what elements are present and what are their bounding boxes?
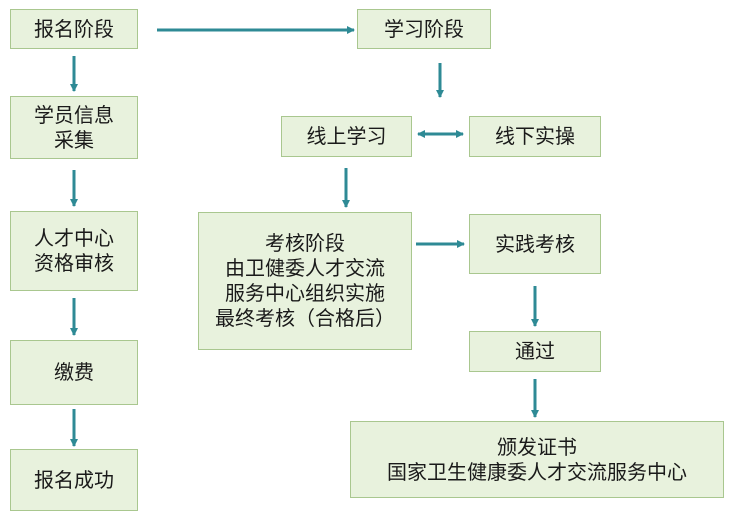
pass-box: 通过 — [469, 331, 601, 372]
student-info-box: 学员信息 采集 — [10, 96, 138, 159]
student-info-line-1: 学员信息 — [34, 102, 114, 127]
assessment-line-2: 由卫健委人才交流 — [225, 256, 385, 280]
talent-review-line-1: 人才中心 — [34, 226, 114, 250]
study-stage-box: 学习阶段 — [357, 9, 491, 49]
student-info-line-2: 采集 — [54, 127, 94, 152]
talent-review-box: 人才中心 资格审核 — [10, 211, 138, 291]
practical-exam-label: 实践考核 — [495, 231, 575, 256]
talent-review-line-2: 资格审核 — [34, 251, 114, 275]
payment-box: 缴费 — [10, 340, 138, 405]
offline-practice-label: 线下实操 — [495, 124, 575, 148]
payment-label: 缴费 — [54, 360, 94, 384]
study-stage-label: 学习阶段 — [384, 16, 464, 41]
certificate-line-2: 国家卫生健康委人才交流服务中心 — [387, 459, 687, 484]
offline-practice-box: 线下实操 — [469, 116, 601, 157]
signup-stage-box: 报名阶段 — [10, 9, 138, 49]
certificate-line-1: 颁发证书 — [497, 434, 577, 459]
certificate-box: 颁发证书 国家卫生健康委人才交流服务中心 — [350, 421, 724, 498]
signup-success-label: 报名成功 — [34, 467, 114, 492]
signup-stage-label: 报名阶段 — [34, 16, 114, 41]
assessment-line-3: 服务中心组织实施 — [225, 281, 385, 305]
signup-success-box: 报名成功 — [10, 449, 138, 511]
practical-exam-box: 实践考核 — [469, 214, 601, 274]
assessment-stage-box: 考核阶段 由卫健委人才交流 服务中心组织实施 最终考核（合格后） — [198, 212, 412, 350]
assessment-line-4: 最终考核（合格后） — [215, 306, 395, 330]
assessment-line-1: 考核阶段 — [265, 231, 345, 255]
online-study-box: 线上学习 — [281, 116, 412, 157]
online-study-label: 线上学习 — [306, 124, 387, 148]
pass-label: 通过 — [515, 339, 555, 363]
